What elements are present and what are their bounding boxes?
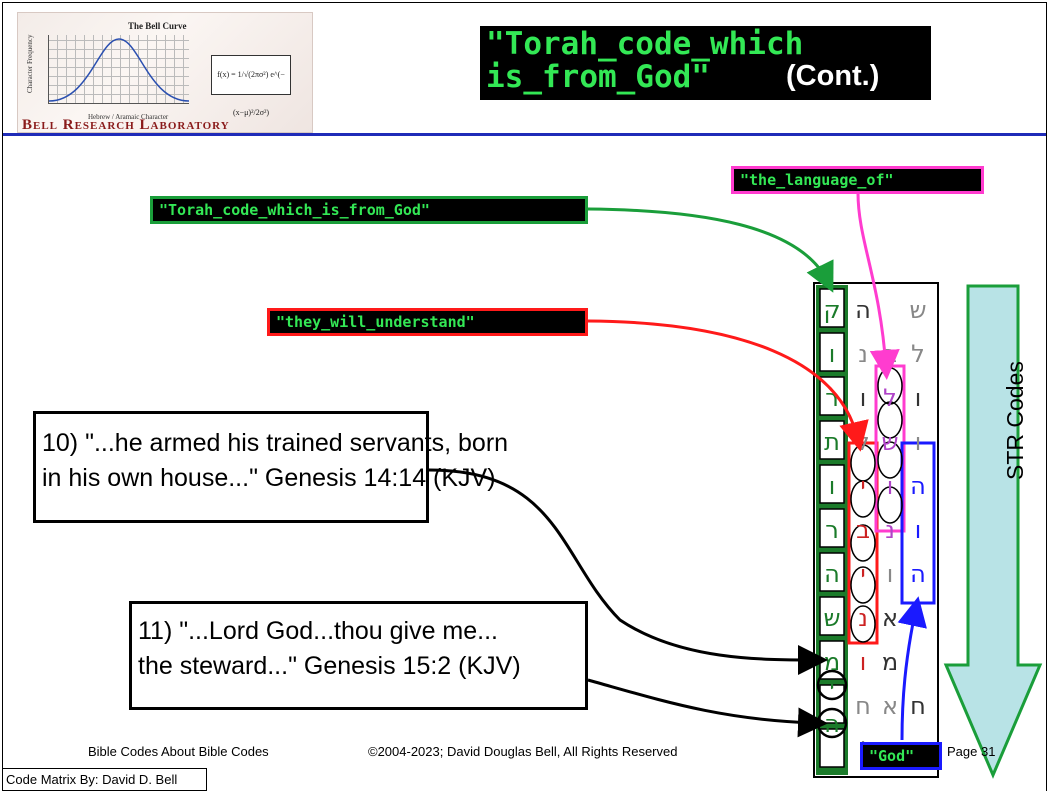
header-divider: [3, 133, 1046, 136]
svg-text:ק: ק: [823, 296, 840, 324]
svg-text:ה: ה: [824, 560, 840, 588]
svg-text:ו: ו: [915, 516, 922, 544]
svg-text:ו: ו: [887, 560, 894, 588]
str-direction-arrow: [943, 284, 1043, 779]
svg-text:נ: נ: [858, 340, 868, 368]
credit-box: Code Matrix By: David D. Bell: [2, 768, 207, 791]
torah-code-label: "Torah_code_which_is_from_God": [150, 196, 588, 224]
svg-text:מ: מ: [882, 648, 898, 676]
genesis-15-circle: [816, 669, 848, 701]
svg-text:ו: ו: [887, 472, 894, 500]
title-code-line-1: "Torah_code_which: [486, 26, 804, 62]
str-codes-label: STR Codes: [1002, 361, 1028, 480]
quote-10-line-1: 10) "...he armed his trained servants, b…: [42, 429, 509, 457]
svg-text:נ: נ: [858, 604, 868, 632]
svg-text:י: י: [860, 472, 865, 500]
svg-text:א: א: [882, 604, 898, 632]
svg-text:ל: ל: [856, 428, 870, 456]
svg-text:ש: ש: [881, 428, 898, 456]
logo-x-axis-label: Hebrew / Aramaic Character: [88, 113, 169, 121]
svg-text:ל: ל: [911, 340, 925, 368]
footer-left: Bible Codes About Bible Codes: [88, 744, 269, 759]
logo-formula: f(x) = 1/√(2πσ²) e^(−(x−μ)²/2σ²): [211, 55, 291, 117]
logo-bell-curve-chart: [48, 35, 189, 104]
svg-text:ה: ה: [910, 560, 926, 588]
bell-curve-icon: [49, 38, 189, 102]
svg-text:ת: ת: [824, 428, 840, 456]
svg-text:א: א: [882, 692, 898, 720]
svg-text:ו: ו: [829, 340, 836, 368]
svg-text:נ: נ: [885, 516, 895, 544]
svg-text:ש: ש: [909, 296, 926, 324]
svg-text:ה: ה: [824, 710, 840, 738]
svg-text:ו: ו: [860, 648, 867, 676]
torah-code-arrow: [587, 207, 834, 293]
svg-text:ח: ח: [910, 692, 926, 720]
svg-text:ה: ה: [855, 296, 871, 324]
genesis-15-quote: 11) "...Lord God...thou give me... the s…: [129, 601, 588, 710]
frame-border: [1046, 2, 1047, 791]
frame-border: [2, 2, 3, 791]
bell-research-logo: The Bell Curve f(x) = 1/√(2πσ²) e^(−(x−μ…: [17, 12, 313, 133]
svg-text:ה: ה: [910, 472, 926, 500]
svg-text:ר: ר: [825, 384, 839, 412]
svg-text:י: י: [829, 672, 834, 700]
quote-10-line-2: in his own house..." Genesis 14:14 (KJV): [42, 464, 496, 492]
title-suffix: (Cont.): [786, 60, 880, 92]
red-letter-circles: [850, 444, 876, 643]
svg-text:ש: ש: [823, 604, 840, 632]
svg-text:ל: ל: [883, 384, 897, 412]
svg-text:ב: ב: [856, 516, 870, 544]
they-will-understand-arrow: [587, 319, 869, 452]
svg-text:ו: ו: [915, 384, 922, 412]
quote-11-line-1: 11) "...Lord God...thou give me...: [138, 617, 498, 645]
god-arrow: [897, 596, 927, 741]
god-label: "God": [860, 742, 942, 770]
title-code-line-2: is_from_God": [486, 59, 710, 95]
svg-text:ר: ר: [825, 516, 839, 544]
footer-copyright: ©2004-2023; David Douglas Bell, All Righ…: [368, 744, 678, 759]
genesis-15-arrow: [587, 678, 828, 738]
logo-name: Bell Research Laboratory: [22, 117, 230, 133]
genesis-14-arrow: [428, 468, 828, 675]
svg-text:ו: ו: [915, 428, 922, 456]
svg-text:ו: ו: [829, 472, 836, 500]
svg-text:י: י: [860, 560, 865, 588]
frame-border: [2, 2, 1047, 3]
svg-text:ו: ו: [860, 384, 867, 412]
they-will-understand-label: "they_will_understand": [267, 308, 588, 336]
genesis-14-quote: 10) "...he armed his trained servants, b…: [33, 411, 509, 523]
logo-chart-title: The Bell Curve: [128, 21, 187, 31]
language-of-label: "the_language_of": [731, 166, 984, 194]
language-of-arrow: [856, 192, 900, 380]
svg-text:ח: ח: [855, 692, 871, 720]
page-title: "Torah_code_which is_from_God" (Cont.): [480, 26, 931, 100]
quote-11-line-2: the steward..." Genesis 15:2 (KJV): [138, 652, 521, 680]
footer-page-number: Page 31: [947, 744, 996, 759]
